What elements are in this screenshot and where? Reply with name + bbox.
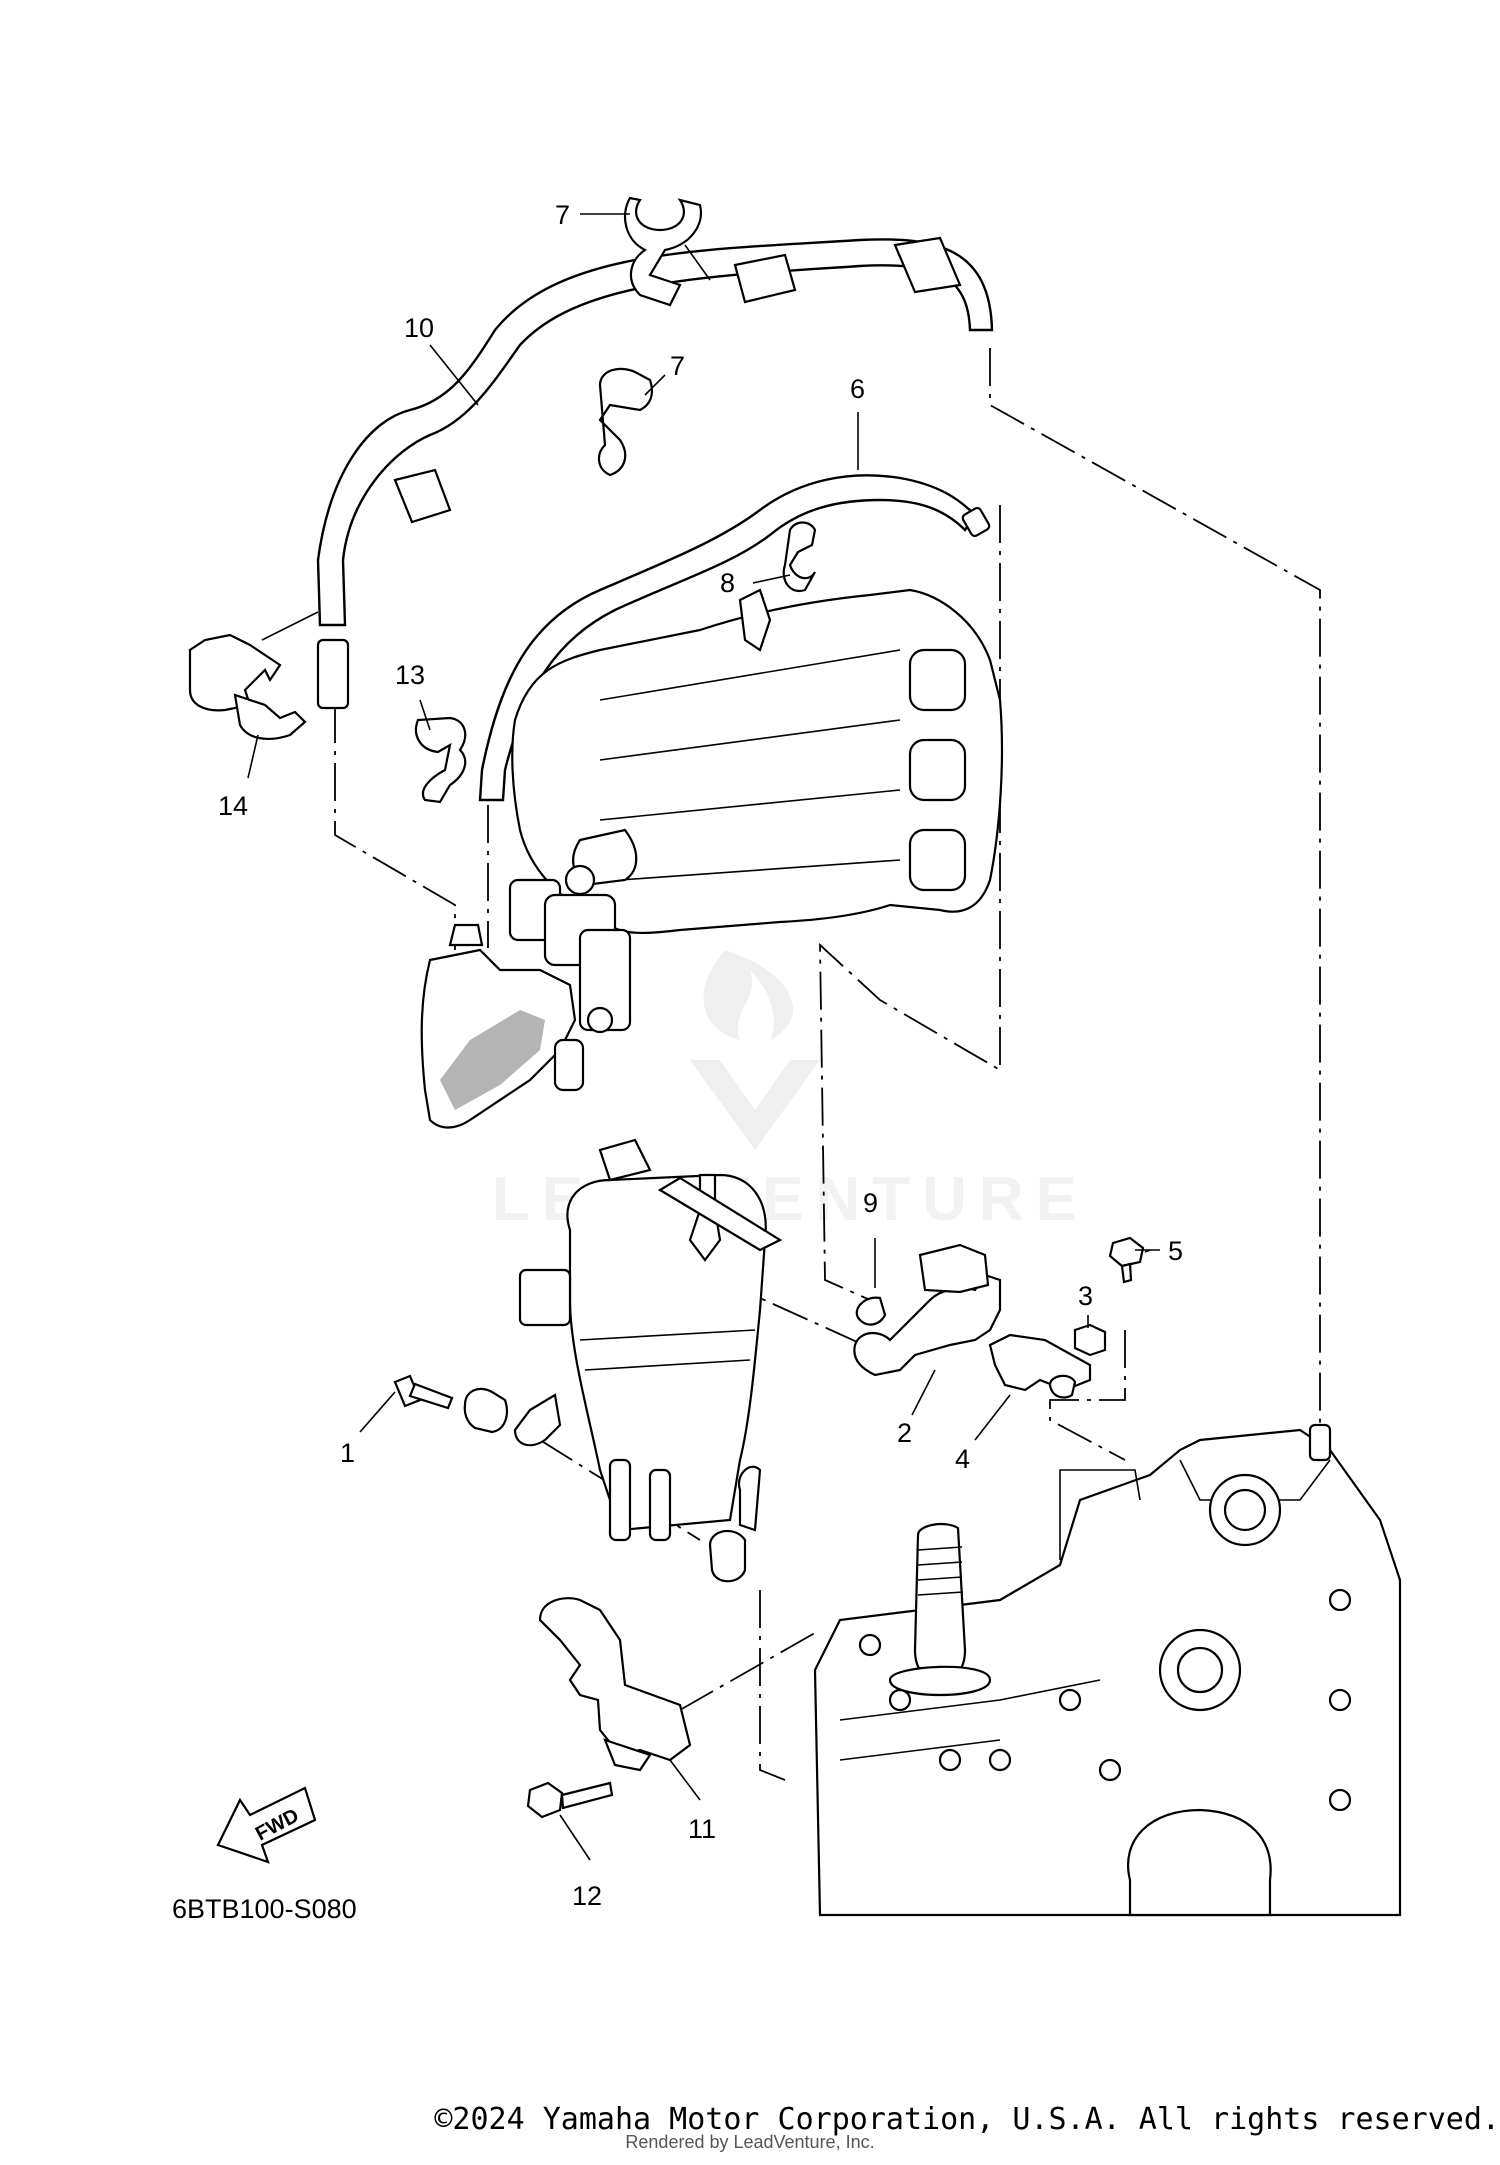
diagram-code: 6BTB100-S080: [172, 1894, 357, 1924]
callout-5: 5: [1168, 1236, 1183, 1266]
clamp-7-middle: [597, 367, 654, 477]
bolt-12: [526, 1781, 614, 1819]
callout-7-top: 7: [555, 200, 570, 230]
callout-13: 13: [395, 660, 425, 690]
callout-8: 8: [720, 568, 735, 598]
callout-4: 4: [955, 1444, 970, 1474]
callout-7-middle: 7: [670, 351, 685, 381]
bracket-11: [538, 1597, 692, 1772]
bracket-4: [988, 1333, 1092, 1399]
callout-9: 9: [863, 1188, 878, 1218]
vapor-separator: [518, 1138, 783, 1542]
callouts: 7 7 10 6 8 13 14 9 5 3 2 4 1 11 12: [218, 200, 1183, 1911]
solenoid-valve-2: [853, 1243, 1002, 1377]
vent-hose-6: [478, 474, 991, 802]
bolt-1: [393, 1374, 747, 1583]
callout-1: 1: [340, 1438, 355, 1468]
throttle-body: [420, 864, 632, 1129]
rendered-by-notice: Rendered by LeadVenture, Inc.: [625, 2132, 875, 2152]
clamp-14: [188, 633, 307, 740]
callout-6: 6: [850, 374, 865, 404]
clamp-7-top: [623, 196, 703, 307]
fwd-arrow-icon: FWD: [216, 1786, 317, 1864]
callout-14: 14: [218, 791, 248, 821]
clamp-13: [414, 716, 467, 804]
callout-12: 12: [572, 1881, 602, 1911]
leader-lines: [247, 213, 1160, 1861]
callout-10: 10: [404, 313, 434, 343]
cylinder-block: [813, 1423, 1402, 1917]
nut-3: [1073, 1323, 1107, 1357]
callout-2: 2: [897, 1418, 912, 1448]
callout-11: 11: [688, 1814, 716, 1844]
clamp-8: [782, 521, 817, 593]
bolt-5: [1108, 1236, 1145, 1284]
copyright-notice: ©2024 Yamaha Motor Corporation, U.S.A. A…: [434, 2102, 1500, 2137]
intake-manifold: [511, 588, 1004, 935]
breather-hose-10: [316, 236, 994, 710]
callout-3: 3: [1078, 1281, 1093, 1311]
